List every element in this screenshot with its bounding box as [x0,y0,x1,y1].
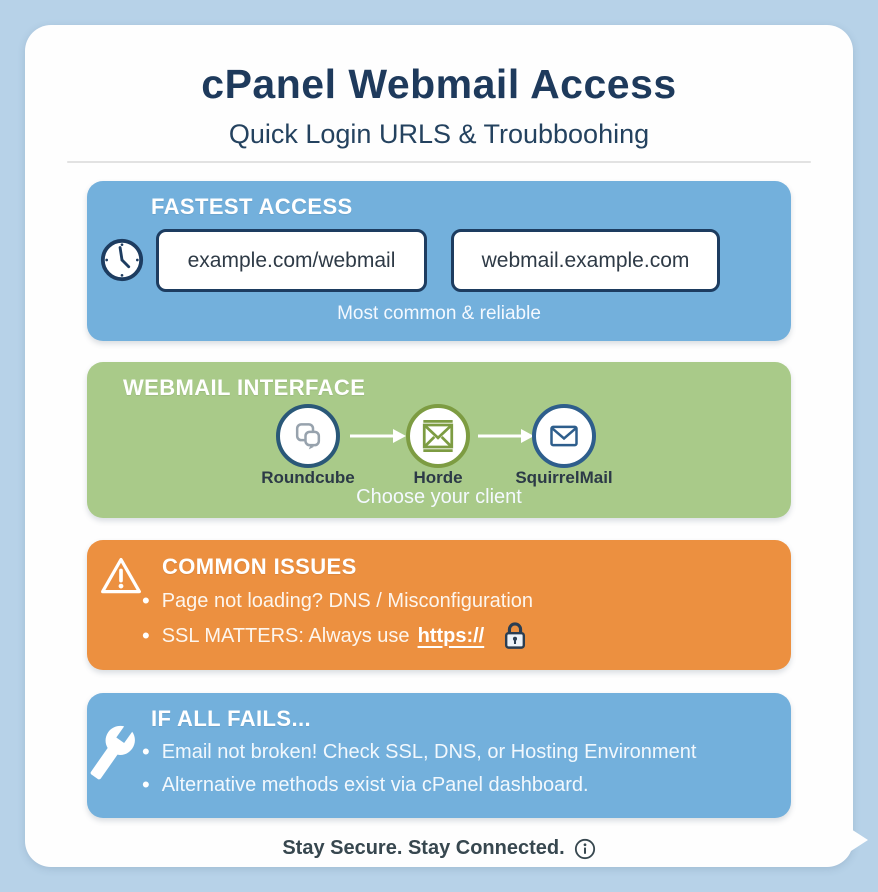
fails-bullet-check-text: Email not broken! Check SSL, DNS, or Hos… [161,740,697,763]
footer-text: Stay Secure. Stay Connected. [282,837,565,859]
section-common-issues: COMMON ISSUES Page not loading? DNS / Mi… [87,540,791,670]
webmail-url-box-1[interactable]: example.com/webmail [156,229,427,292]
common-issues-heading: COMMON ISSUES [162,554,357,579]
if-all-fails-heading: IF ALL FAILS... [151,706,311,731]
fails-bullet-alternative: Alternative methods exist via cPanel das… [142,772,589,798]
warning-triangle-icon [99,555,143,597]
horde-envelope-icon[interactable] [406,404,470,468]
page-subtitle: Quick Login URLS & Troubboohing [228,119,650,149]
webmail-url-box-2[interactable]: webmail.example.com [451,229,720,292]
squirrelmail-envelope-icon[interactable] [532,404,596,468]
webmail-interface-heading: WEBMAIL INTERFACE [123,375,366,400]
section-webmail-interface: WEBMAIL INTERFACE [87,362,791,518]
fastest-access-caption: Most common & reliable [337,303,541,324]
section-fastest-access: FASTEST ACCESS example.com/webmail webma… [87,181,791,341]
speech-bubble-tail [851,829,868,851]
header-divider [67,161,811,163]
page-title: cPanel Webmail Access [201,61,677,107]
https-link[interactable]: https:// [417,624,485,647]
issue-bullet-dns-text: Page not loading? DNS / Misconfiguration [161,589,534,612]
info-icon [574,838,596,860]
fails-bullet-check: Email not broken! Check SSL, DNS, or Hos… [142,739,697,765]
issue-bullet-ssl: SSL MATTERS: Always use https:// [142,621,528,651]
interface-caption: Choose your client [356,486,522,508]
arrow-right-icon [477,428,535,444]
padlock-icon [502,621,528,651]
infographic-card: cPanel Webmail Access Quick Login URLS &… [25,25,868,867]
wrench-icon [81,721,144,784]
squirrelmail-label: SquirrelMail [515,468,613,487]
fastest-access-heading: FASTEST ACCESS [151,194,353,219]
footer: Stay Secure. Stay Connected. [25,837,853,860]
fails-bullet-alternative-text: Alternative methods exist via cPanel das… [161,773,589,796]
issue-bullet-ssl-text: SSL MATTERS: Always use [161,624,410,647]
roundcube-label: Roundcube [261,468,355,487]
arrow-right-icon [349,428,407,444]
roundcube-icon[interactable] [276,404,340,468]
clock-icon [99,237,145,283]
horde-label: Horde [413,468,463,487]
issue-bullet-dns: Page not loading? DNS / Misconfiguration [142,588,533,614]
section-if-all-fails: IF ALL FAILS... Email not broken! Check … [87,693,791,818]
